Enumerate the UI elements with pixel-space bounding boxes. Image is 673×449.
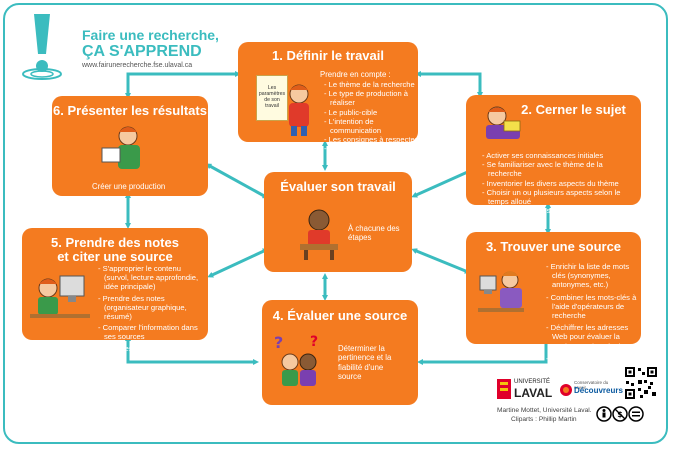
list-item: Le thème de la recherche	[324, 80, 418, 89]
by-icon	[596, 406, 612, 422]
step-3-box: 3. Trouver une source Enrichir la liste …	[466, 232, 641, 372]
cc-license-icons: $	[596, 406, 644, 422]
credit-line2: Cliparts : Phillip Martin	[511, 416, 577, 423]
step-6-text: Créer une production	[92, 182, 166, 191]
notetaking-kid-icon	[30, 275, 90, 318]
step-2-list: Activer ses connaissances initiales Se f…	[482, 151, 638, 215]
list-item: Relancer la recherche au besoin	[546, 354, 640, 372]
step-1-box: 1. Définir le travail Les paramètres de …	[238, 42, 418, 153]
step-3-title: 3. Trouver une source	[485, 239, 622, 254]
arrow-5-center	[207, 248, 269, 278]
decouvreurs-name: Découvreurs	[574, 386, 623, 395]
list-item: Choisir un ou plusieurs aspects selon le…	[482, 188, 638, 206]
credit-line1: Martine Mottet, Université Laval.	[497, 407, 592, 414]
poster-title: Faire une recherche, ÇA S'APPREND	[82, 28, 219, 61]
thinking-kid-icon	[300, 209, 338, 260]
step-6-box: 6. Présenter les résultats Créer une pro…	[52, 96, 208, 196]
step-1-intro: Prendre en compte :	[320, 70, 391, 79]
poster-frame	[3, 3, 668, 444]
computer-kid-icon	[478, 271, 524, 312]
arrow-6-center	[205, 163, 269, 199]
step-4-title: 4. Évaluer une source	[272, 308, 408, 323]
site-url[interactable]: www.fairunerecherche.fse.ulaval.ca	[82, 62, 193, 69]
ulaval-shield-icon	[497, 379, 511, 399]
presenting-kid-icon	[101, 126, 140, 169]
arrow-1-2	[415, 71, 483, 98]
decouvreurs-tagline: Conservatoire du savoir	[574, 380, 609, 390]
list-item: S'approprier le contenu (survol, lecture…	[98, 264, 206, 292]
exclamation-icon	[22, 14, 62, 80]
decouvreurs-icon	[560, 384, 572, 396]
nd-icon	[628, 406, 644, 422]
list-item: Citer ses sources	[98, 344, 206, 353]
step-4-text: Déterminer la pertinence et la fiabilité…	[338, 344, 392, 382]
step-1-list: Le thème de la recherche Le type de prod…	[324, 80, 418, 154]
list-item: Enrichir la liste de mots clés (synonyme…	[546, 262, 640, 290]
reading-kid-icon	[486, 106, 521, 139]
credits: Martine Mottet, Université Laval. Clipar…	[497, 406, 592, 424]
step-5-title-line1: 5. Prendre des notes	[51, 235, 179, 250]
list-item: Comparer l'information dans ses sources	[98, 323, 206, 341]
step-6-title: 6. Présenter les résultats	[53, 103, 207, 118]
question-kids-icon: ? ?	[274, 333, 318, 386]
list-item: Déchiffrer les adresses Web pour évaluer…	[546, 323, 640, 351]
list-item: Combiner les mots-clés à l'aide d'opérat…	[546, 293, 640, 321]
list-item: Se familiariser avec le thème de la rech…	[482, 160, 638, 178]
nc-icon: $	[612, 406, 628, 422]
arrow-6-1	[125, 71, 241, 99]
list-item: Les consignes à respecter	[324, 135, 418, 144]
list-item: Le type de production à réaliser	[324, 89, 418, 107]
step-5-box: 5. Prendre des notes et citer une source…	[22, 228, 208, 353]
list-item: L'intention de communication	[324, 117, 418, 135]
parameters-paper: Les paramètres de son travail	[256, 75, 288, 121]
list-item: Inventorier les divers aspects du thème	[482, 179, 638, 188]
svg-text:?: ?	[310, 334, 318, 350]
list-item: Le calendrier de travail	[324, 144, 418, 153]
ulaval-line2: LAVAL	[514, 386, 553, 400]
qr-code-icon[interactable]	[624, 366, 658, 400]
ulaval-line1: UNIVERSITÉ	[514, 379, 551, 385]
step-3-list: Enrichir la liste de mots clés (synonyme…	[546, 262, 640, 372]
arrow-2-center	[411, 168, 475, 198]
list-item: Le public-cible	[324, 108, 418, 117]
step-5-list: S'approprier le contenu (survol, lecture…	[98, 264, 206, 353]
svg-text:?: ?	[274, 333, 283, 352]
kid-clipart-icon	[289, 84, 309, 136]
parameters-paper-text: Les paramètres de son travail	[258, 85, 286, 109]
step-2-box: 2. Cerner le sujet Activer ses connaissa…	[466, 95, 641, 215]
step-4-box: 4. Évaluer une source ? ? Déterminer la …	[262, 300, 418, 405]
ulaval-logo: UNIVERSITÉ LAVAL	[497, 378, 557, 400]
step-5-title-line2: et citer une source	[57, 249, 173, 264]
center-text: À chacune des étapes	[348, 224, 400, 243]
list-item: Activer ses connaissances initiales	[482, 151, 638, 160]
title-line1: Faire une recherche,	[82, 27, 219, 43]
arrow-3-center	[411, 248, 471, 274]
step-1-title: 1. Définir le travail	[272, 48, 384, 63]
cc-license[interactable]: $	[596, 405, 660, 423]
list-item: Formuler une question de recherche préci…	[482, 206, 638, 215]
step-2-title: 2. Cerner le sujet	[521, 102, 626, 117]
title-line2: ÇA S'APPREND	[82, 43, 202, 60]
step-5-title: 5. Prendre des notes et citer une source	[22, 236, 208, 264]
list-item: Prendre des notes (organisateur graphiqu…	[98, 294, 206, 322]
center-box: Évaluer son travail À chacune des étapes	[264, 172, 412, 272]
decouvreurs-logo: Conservatoire du savoir Découvreurs	[560, 380, 623, 402]
center-title: Évaluer son travail	[280, 179, 396, 194]
